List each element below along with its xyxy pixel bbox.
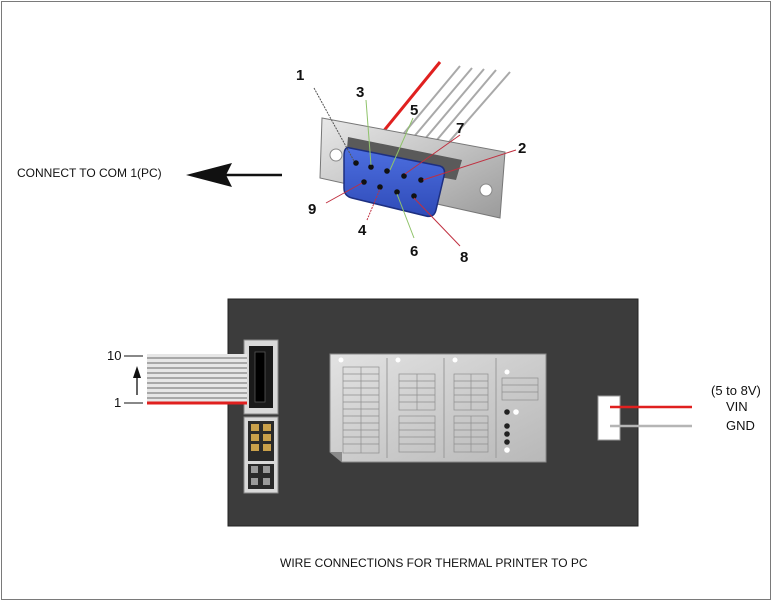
voltage-range-label: (5 to 8V) — [711, 383, 761, 398]
dip-switch-block — [243, 416, 279, 494]
pin-label-1: 1 — [296, 67, 304, 84]
db9-connector: 1 2 3 4 5 6 7 8 9 — [296, 61, 526, 266]
ribbon-connector — [243, 339, 279, 415]
up-arrow-icon — [133, 366, 141, 395]
connect-to-com-label: CONNECT TO COM 1(PC) — [17, 166, 162, 180]
cable-wires — [380, 61, 511, 144]
ribbon-label-top: 10 — [107, 348, 121, 363]
power-connector — [597, 395, 621, 441]
left-arrow-icon — [186, 163, 282, 187]
diagram-caption: WIRE CONNECTIONS FOR THERMAL PRINTER TO … — [280, 556, 588, 570]
mount-hole-left — [329, 148, 343, 162]
mount-hole-right — [479, 183, 493, 197]
pin-holes — [353, 160, 424, 199]
pin-leader-lines — [313, 87, 517, 247]
connector-face — [343, 146, 446, 218]
pin-label-3: 3 — [356, 84, 364, 101]
pin-label-8: 8 — [460, 249, 468, 266]
pinout-label-panel — [329, 353, 547, 463]
pin-label-4: 4 — [358, 222, 367, 239]
pin-label-9: 9 — [308, 201, 316, 218]
pin-label-7: 7 — [456, 120, 464, 137]
pin-label-6: 6 — [410, 243, 418, 260]
pin-label-2: 2 — [518, 140, 526, 157]
gnd-label: GND — [726, 418, 755, 433]
pin-label-5: 5 — [410, 102, 418, 119]
vin-label: VIN — [726, 399, 748, 414]
ribbon-cable — [147, 354, 247, 405]
ribbon-label-bottom: 1 — [114, 395, 121, 410]
